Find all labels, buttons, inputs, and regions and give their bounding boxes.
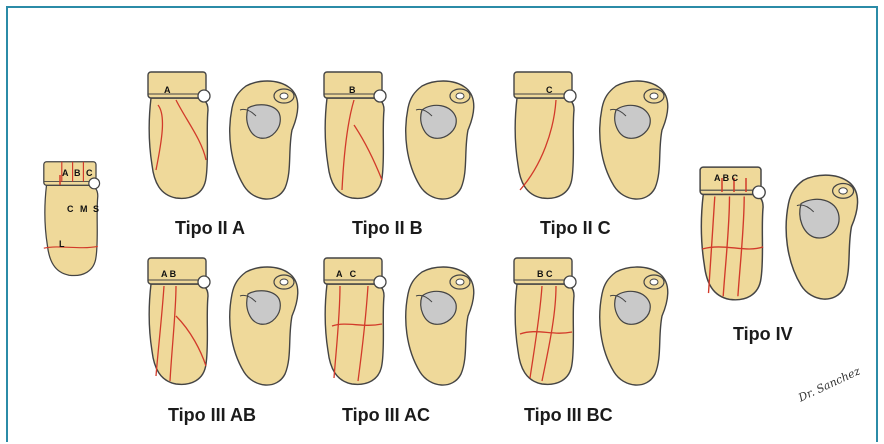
label-tipo-ii-a: Tipo II A — [175, 218, 245, 239]
reference-calcaneus-sustentaculum — [89, 178, 100, 189]
tipo-iv-side-sustentaculum — [753, 186, 766, 199]
reference-zone-c: C — [67, 204, 74, 214]
reference-zone-s: S — [93, 204, 99, 214]
marker-tipo-iii-ab: A B — [161, 269, 176, 279]
tipo-ii-a-side-body — [149, 98, 208, 198]
tipo-ii-c-axial — [600, 81, 668, 199]
reference-marker-a: A — [62, 168, 69, 178]
tipo-iii-bc-side-sustentaculum — [564, 276, 576, 288]
tipo-iii-ab-axial — [230, 267, 298, 385]
tipo-iv-axial-tuber-inner — [839, 188, 847, 194]
reference-marker-c: C — [86, 168, 93, 178]
tipo-ii-a-side — [148, 72, 210, 198]
tipo-iii-ac-side-sustentaculum — [374, 276, 386, 288]
reference-marker-b: B — [74, 168, 81, 178]
tipo-ii-c-side-sustentaculum — [564, 90, 576, 102]
tipo-iii-ac-axial — [406, 267, 474, 385]
tipo-iv-side — [700, 167, 765, 300]
reference-zone-m: M — [80, 204, 88, 214]
label-tipo-ii-c: Tipo II C — [540, 218, 611, 239]
tipo-ii-c-axial-facet — [615, 105, 650, 138]
tipo-iii-ab-axial-tuber-inner — [280, 279, 288, 285]
tipo-iii-ac-axial-tuber-inner — [456, 279, 464, 285]
label-tipo-iii-bc: Tipo III BC — [524, 405, 613, 426]
reference-calcaneus — [44, 162, 100, 276]
tipo-iii-bc-axial — [600, 267, 668, 385]
tipo-ii-c-side — [514, 72, 576, 198]
tipo-ii-a-axial-tuber-inner — [280, 93, 288, 99]
tipo-ii-b-side-sustentaculum — [374, 90, 386, 102]
tipo-iii-bc-axial-facet — [615, 291, 650, 324]
label-tipo-iii-ac: Tipo III AC — [342, 405, 430, 426]
marker-tipo-ii-b: B — [349, 85, 356, 95]
label-tipo-ii-b: Tipo II B — [352, 218, 423, 239]
label-tipo-iii-ab: Tipo III AB — [168, 405, 256, 426]
tipo-iii-ab-side-sustentaculum — [198, 276, 210, 288]
reference-lateral: L — [59, 239, 65, 249]
tipo-ii-b-axial-tuber-inner — [456, 93, 464, 99]
tipo-ii-b-side-body — [325, 98, 384, 198]
tipo-iii-bc-axial-tuber-inner — [650, 279, 658, 285]
tipo-ii-a-side-sustentaculum — [198, 90, 210, 102]
marker-tipo-ii-a: A — [164, 85, 171, 95]
marker-tipo-ii-c: C — [546, 85, 553, 95]
tipo-iv-axial — [786, 175, 857, 299]
label-tipo-iv: Tipo IV — [733, 324, 793, 345]
tipo-ii-b-axial-facet — [421, 105, 456, 138]
tipo-iii-ab-side — [148, 258, 210, 384]
tipo-iii-ac-axial-facet — [421, 291, 456, 324]
marker-tipo-iii-ac: A C — [336, 269, 356, 279]
marker-tipo-iv: A B C — [714, 173, 738, 183]
marker-tipo-iii-bc: B C — [537, 269, 553, 279]
tipo-ii-a-axial — [230, 81, 298, 199]
reference-calcaneus-body — [45, 185, 98, 275]
tipo-ii-b-axial — [406, 81, 474, 199]
tipo-ii-c-axial-tuber-inner — [650, 93, 658, 99]
tipo-iii-ab-side-body — [149, 284, 208, 384]
